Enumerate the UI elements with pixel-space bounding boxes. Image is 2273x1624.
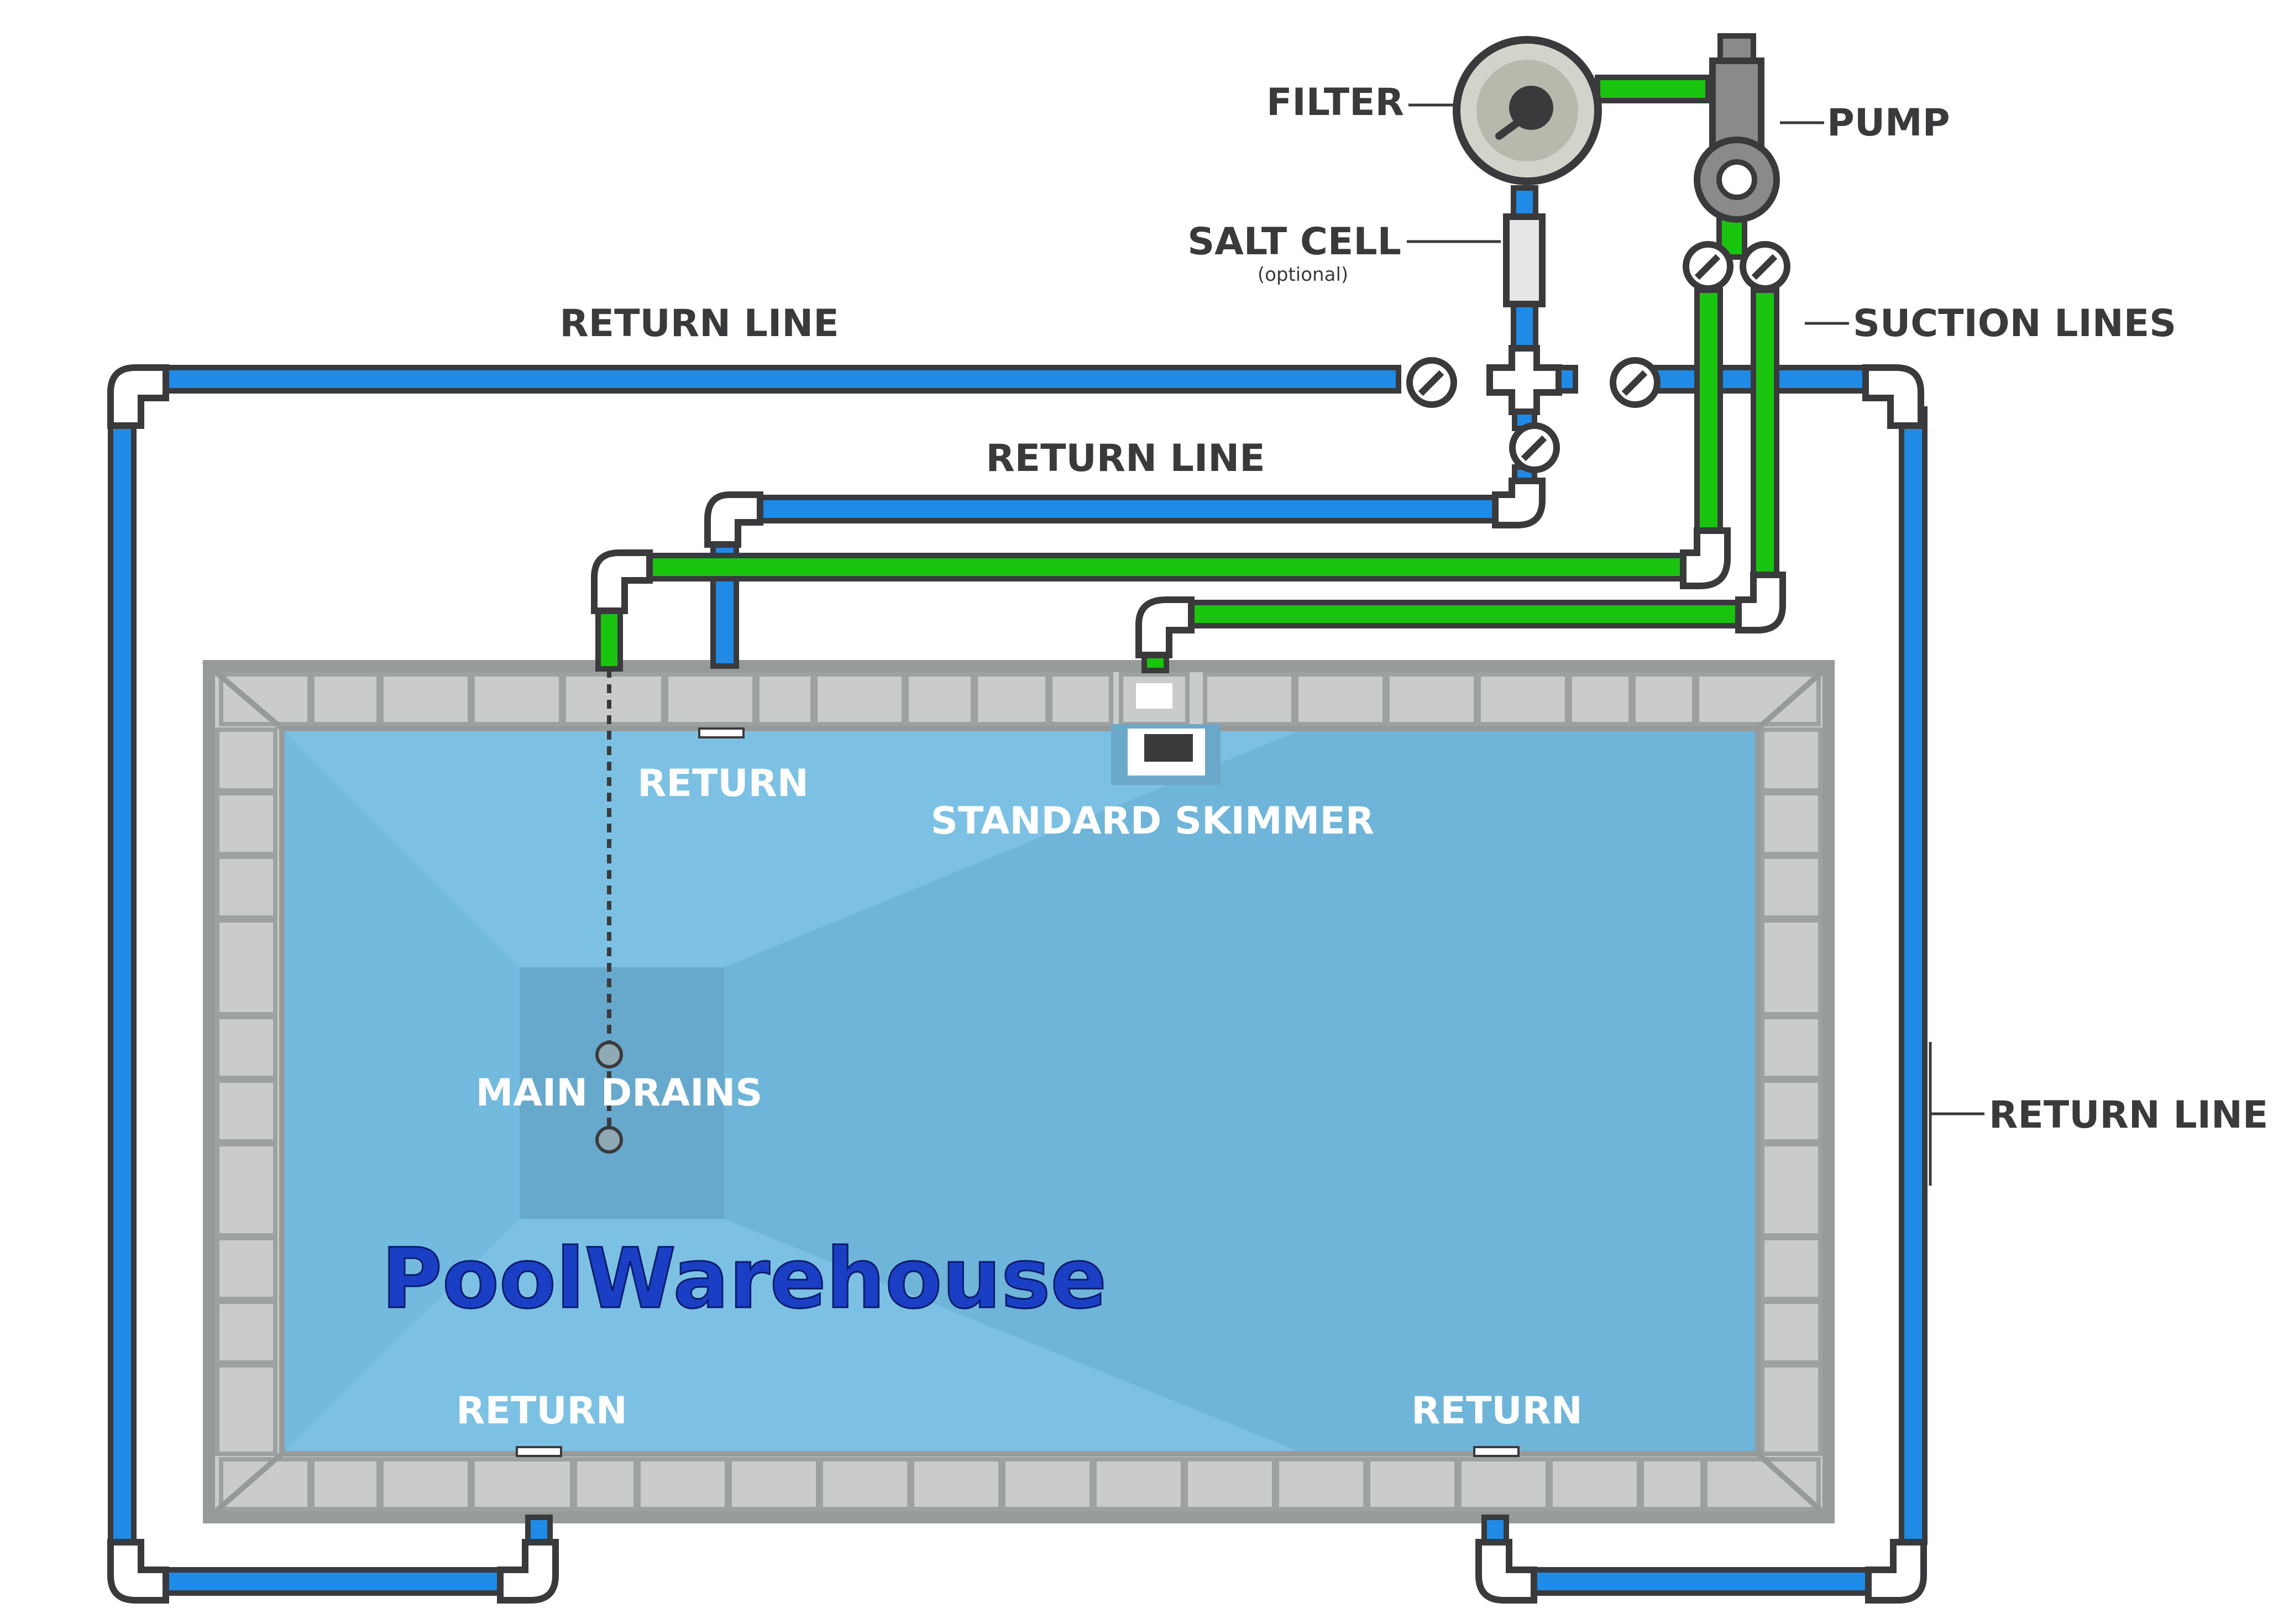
deep-end — [520, 967, 724, 1219]
filter-label: FILTER — [1266, 81, 1404, 124]
coping-tiles — [215, 672, 1822, 1511]
suction-lines-label: SUCTION LINES — [1853, 302, 2176, 345]
salt-cell-label: SALT CELL — [1187, 220, 1401, 264]
main-drains — [595, 669, 623, 1154]
return-bottom-left-label: RETURN — [456, 1389, 627, 1433]
salt-cell-note: (optional) — [1258, 264, 1348, 286]
valve-icons — [1406, 241, 1790, 473]
return-line-middle-label: RETURN LINE — [986, 437, 1265, 480]
pump-icon — [1694, 33, 1780, 223]
return-pipes — [108, 185, 1928, 1596]
return-fitting-bottom-right — [1473, 1446, 1520, 1457]
return-fitting-bottom-left — [516, 1446, 562, 1457]
elbow-fittings — [107, 364, 1927, 1604]
drain-icon — [595, 1041, 623, 1068]
return-fitting-top — [698, 727, 745, 738]
pool-warehouse-logo: PoolWarehouse — [381, 1231, 1107, 1327]
return-top-label: RETURN — [637, 762, 809, 805]
skimmer — [1111, 672, 1221, 785]
salt-cell-icon — [1503, 213, 1546, 307]
return-line-right-label: RETURN LINE — [1989, 1093, 2268, 1137]
pool — [201, 660, 1836, 1523]
return-bottom-right-label: RETURN — [1411, 1389, 1583, 1433]
pump-label: PUMP — [1827, 101, 1950, 145]
standard-skimmer-label: STANDARD SKIMMER — [931, 799, 1374, 843]
drain-icon — [595, 1126, 623, 1154]
main-drains-label: MAIN DRAINS — [476, 1071, 763, 1115]
leader-lines — [1407, 103, 1984, 1186]
filter-icon — [1453, 36, 1602, 185]
cross-fitting — [1486, 345, 1562, 415]
return-line-top-label: RETURN LINE — [559, 302, 839, 345]
